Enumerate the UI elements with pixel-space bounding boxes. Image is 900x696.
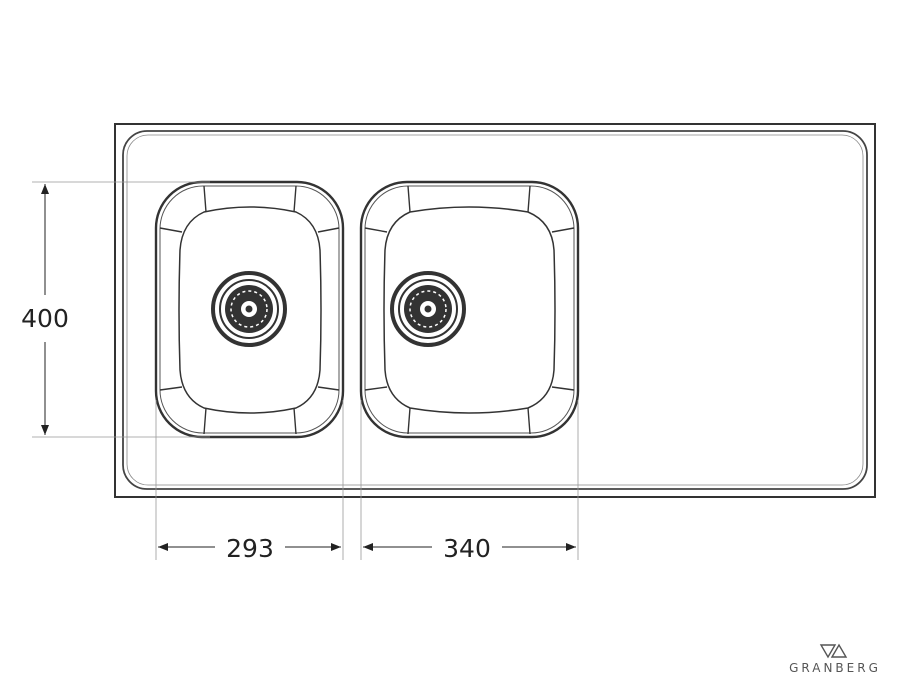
height-dimension-label: 400 [21,304,69,333]
sink-outline [114,123,876,498]
extension-lines [32,181,579,560]
granberg-logo: GRANBERG [789,643,881,675]
right-bowl [359,180,580,439]
height-dimension: 400 [21,184,69,435]
right-bowl-width-dimension: 340 [363,534,576,563]
right-bowl-width-label: 340 [443,534,491,563]
left-bowl-width-dimension: 293 [158,534,341,563]
drain-icon [390,271,466,347]
left-bowl [154,180,345,439]
drain-icon [211,271,287,347]
brand-name: GRANBERG [789,661,881,675]
left-bowl-width-label: 293 [226,534,274,563]
